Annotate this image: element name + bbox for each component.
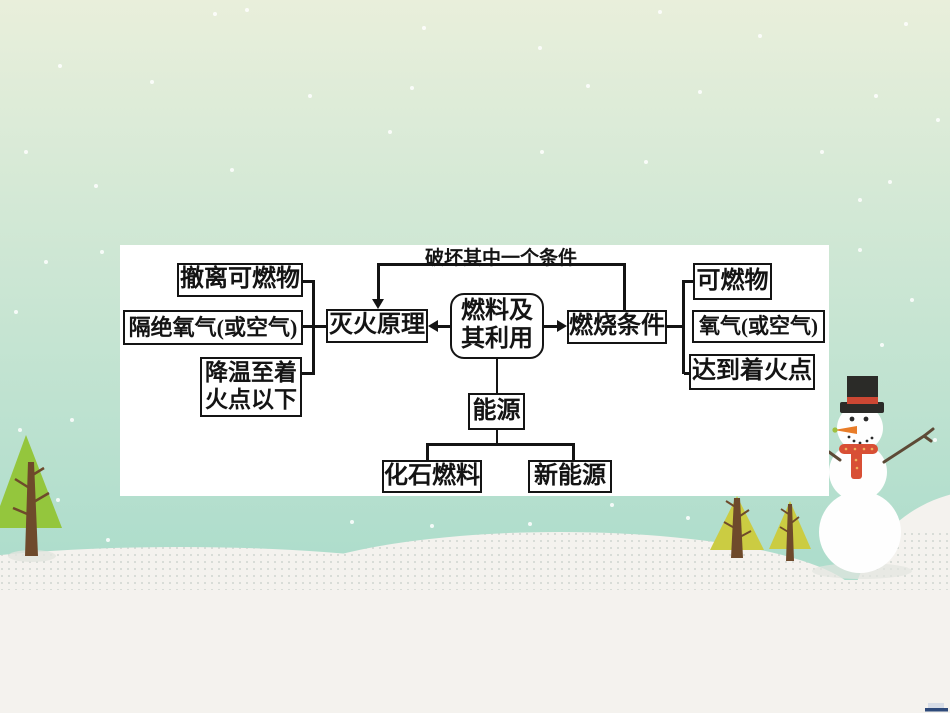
corner-accent-bar <box>925 703 948 712</box>
top-hat-icon <box>840 376 884 413</box>
node-cool-below-ignition: 降温至着 火点以下 <box>200 357 302 417</box>
bracket-right-vertical <box>682 280 685 374</box>
snowman-arms <box>827 427 935 464</box>
node-combustible-material: 可燃物 <box>693 263 772 300</box>
tree-right-large-branches <box>723 500 752 539</box>
node-fossil-fuels: 化石燃料 <box>382 460 482 493</box>
bracket-right-stub-top <box>684 280 693 283</box>
snowman <box>812 376 935 579</box>
connector-fuel-to-extinguish <box>437 325 450 328</box>
node-fuel-and-utilization: 燃料及 其利用 <box>450 293 544 359</box>
carrot-tip <box>832 427 838 433</box>
carrot-nose <box>834 426 857 434</box>
snowman-eyes <box>849 416 869 422</box>
connector-energy-down <box>495 430 498 446</box>
tree-right-small-branches <box>779 508 800 534</box>
node-energy-sources: 能源 <box>468 393 525 430</box>
bracket-left-stub-bottom <box>302 372 315 375</box>
scarf-pattern <box>844 447 874 470</box>
node-combustion-conditions: 燃烧条件 <box>567 310 667 344</box>
bracket-left-stub-mid <box>303 325 326 328</box>
node-new-energy: 新能源 <box>528 460 612 493</box>
snowman-head <box>837 405 883 451</box>
node-oxygen-or-air: 氧气(或空气) <box>692 310 825 343</box>
connector-split-to-fossil <box>426 443 429 460</box>
arrowhead-left-into-extinguish <box>428 320 438 332</box>
tree-left-trunk <box>25 462 38 556</box>
tree-left <box>0 435 62 562</box>
node-extinguishing-principles: 灭火原理 <box>326 309 428 343</box>
connector-feedback-top <box>378 263 625 266</box>
connector-energy-split <box>426 443 575 446</box>
snowflakes <box>14 8 940 542</box>
node-evacuate-combustibles: 撤离可燃物 <box>177 263 303 297</box>
node-isolate-oxygen: 隔绝氧气(或空气) <box>123 310 303 345</box>
snowman-body-bottom <box>819 491 901 573</box>
connector-feedback-left-drop <box>377 263 380 301</box>
tree-left-branches <box>12 466 50 518</box>
trees-right <box>710 496 811 561</box>
connector-fuel-to-energy <box>495 359 498 393</box>
bracket-left-stub-top <box>303 280 314 283</box>
arrowhead-right-into-conditions <box>557 320 567 332</box>
tree-right-large-trunk <box>731 498 743 558</box>
concept-map-panel: 破坏其中一个条件 撤离可燃物 隔绝氧气(或空气) 降温至着 火点以下 灭火原理 … <box>120 245 829 496</box>
scarf <box>839 444 878 479</box>
connector-split-to-new-energy <box>572 443 575 460</box>
node-reach-ignition-point: 达到着火点 <box>689 354 815 390</box>
connector-fuel-to-conditions <box>544 325 557 328</box>
connector-feedback-right-drop <box>623 263 626 310</box>
bracket-right-stub-bottom <box>684 372 689 375</box>
snowman-mouth <box>847 435 874 445</box>
bracket-right-stub-mid <box>667 325 682 328</box>
arrowhead-down-into-extinguish <box>372 299 384 309</box>
break-condition-label: 破坏其中一个条件 <box>424 248 577 269</box>
